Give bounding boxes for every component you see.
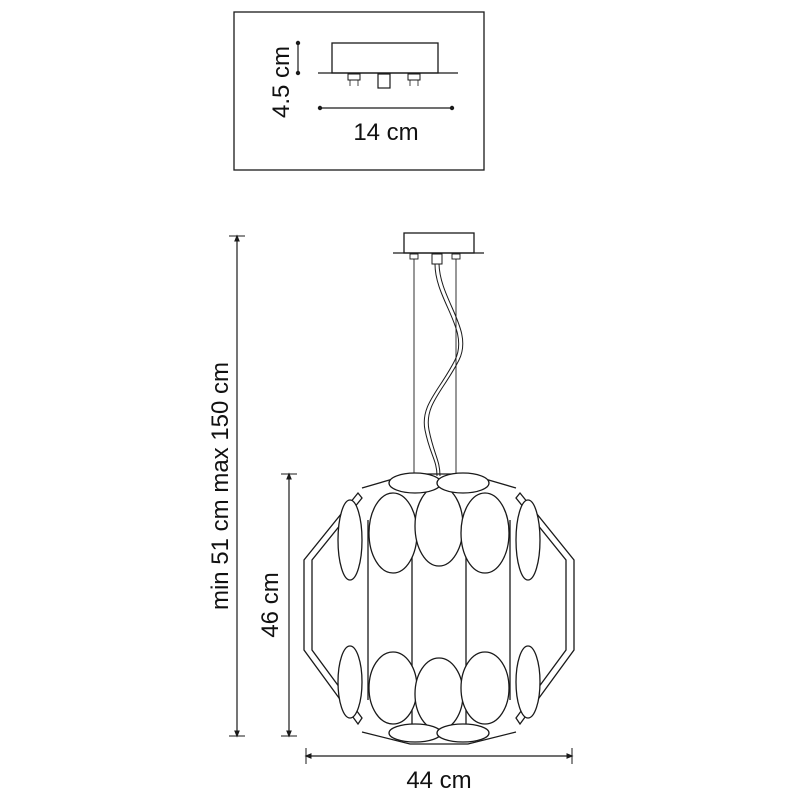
suspension-wires — [413, 259, 464, 477]
mount-height-dimension — [295, 40, 301, 76]
overall-height-label: min 51 cm max 150 cm — [207, 362, 234, 610]
inset-frame — [233, 11, 485, 171]
mount-width-label: 14 cm — [353, 119, 418, 146]
overall-height-dimension — [229, 234, 245, 738]
shade-height-dimension — [281, 472, 297, 738]
canopy-detail-inset: 4.5 cm 14 cm — [233, 11, 485, 171]
inset-canopy — [318, 42, 458, 89]
ceiling-canopy — [393, 232, 484, 265]
shade-width-dimension — [304, 748, 574, 764]
mount-height-label: 4.5 cm — [268, 46, 295, 118]
shade-width-label: 44 cm — [406, 767, 471, 794]
lamp-shade — [303, 472, 575, 745]
shade-height-label: 46 cm — [257, 572, 284, 637]
mount-width-dimension — [317, 105, 455, 111]
